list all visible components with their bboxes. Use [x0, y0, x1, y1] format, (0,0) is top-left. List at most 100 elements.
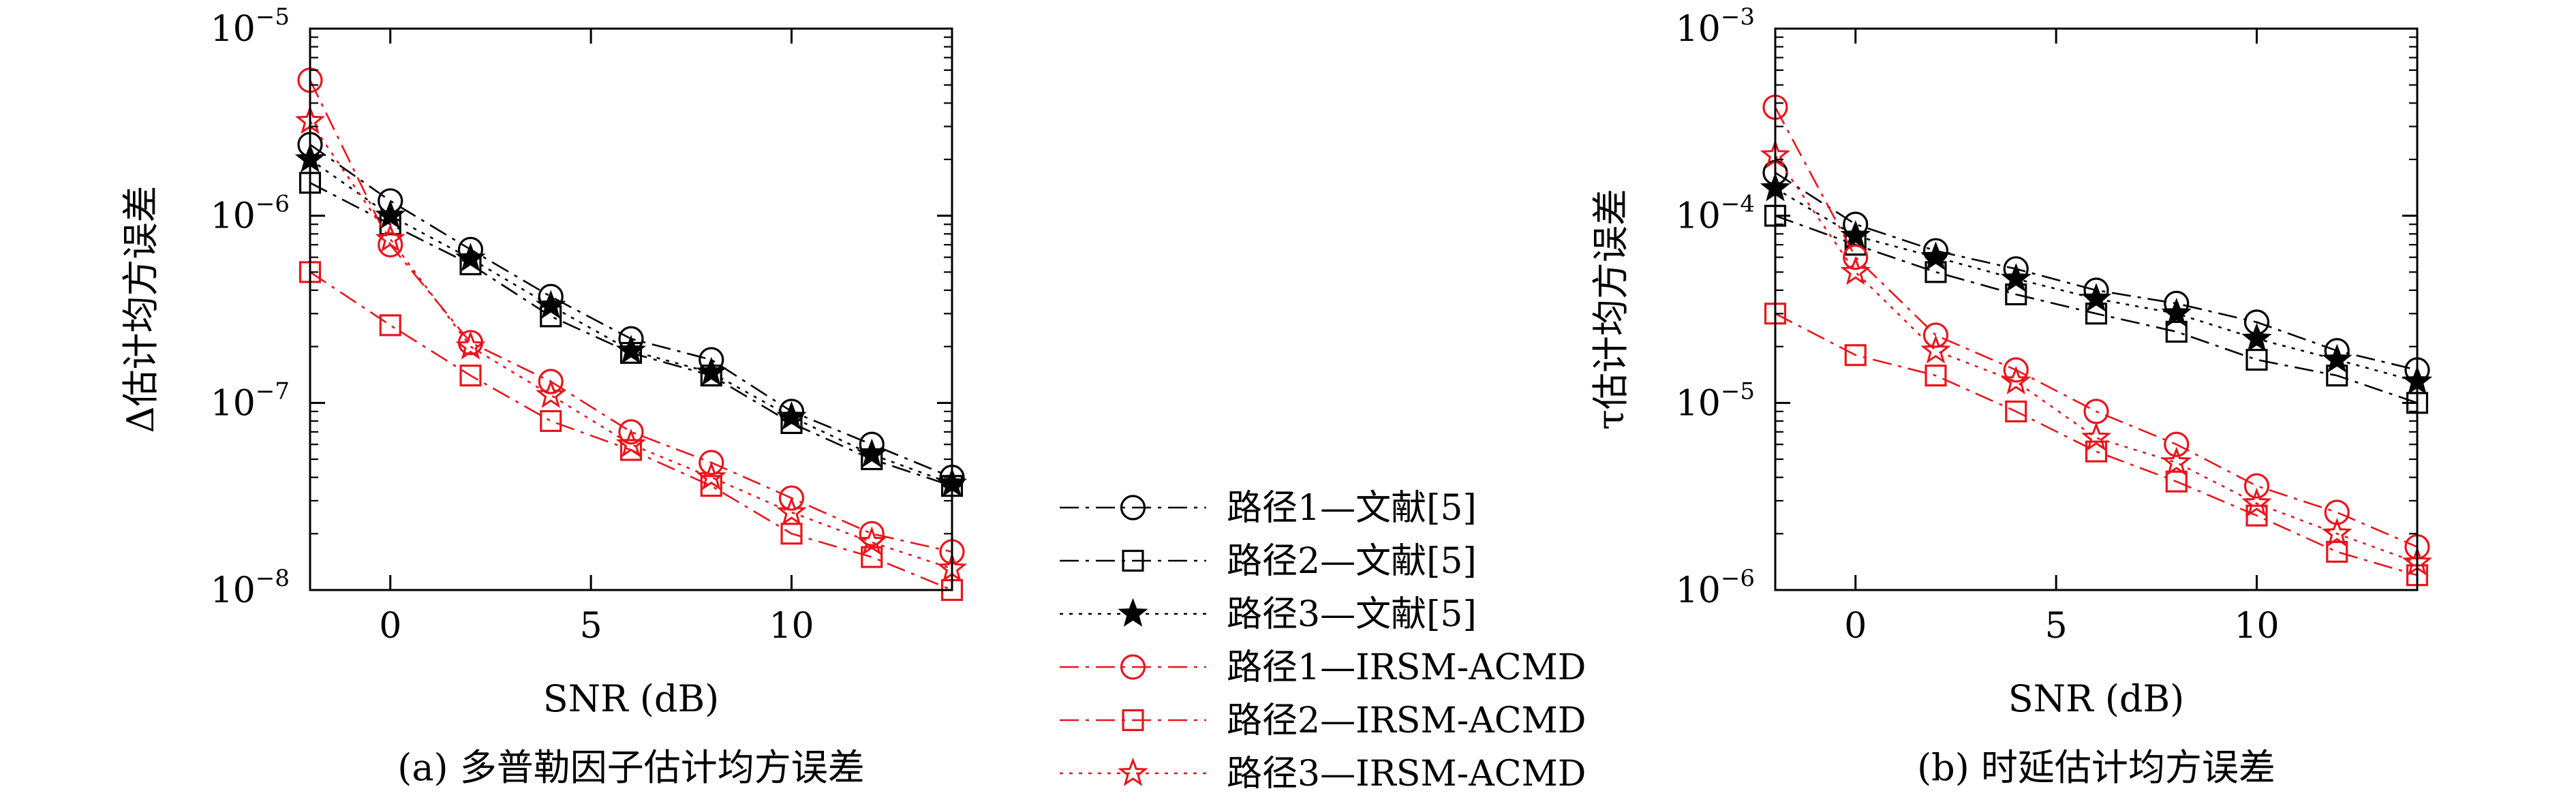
data-point — [859, 521, 885, 546]
panel-caption: (a) 多普勒因子估计均方误差 — [397, 746, 865, 789]
data-point — [2003, 357, 2029, 383]
y-tick-base: 10 — [211, 570, 256, 611]
data-point — [379, 314, 401, 337]
y-tick-exponent: −7 — [256, 377, 290, 405]
y-tick-label: 10−5 — [211, 3, 290, 50]
data-point — [2081, 283, 2112, 312]
data-point — [2241, 322, 2272, 352]
legend-entry-2: 路径2—文献[5] — [1060, 541, 1477, 582]
data-point — [2085, 440, 2108, 463]
y-tick-base: 10 — [211, 196, 256, 237]
series-line — [1774, 106, 2418, 548]
data-point — [1922, 322, 1949, 348]
legend-entry-6: 路径3—IRSM-ACMD — [1060, 754, 1586, 794]
data-point — [378, 232, 403, 258]
y-tick-base: 10 — [1676, 196, 1721, 237]
data-point — [375, 223, 405, 252]
data-point — [1920, 241, 1951, 270]
x-tick-label: 5 — [580, 606, 602, 647]
plot-frame — [1774, 27, 2419, 591]
y-tick-label: 10−7 — [211, 377, 290, 424]
data-point — [696, 461, 726, 491]
data-point — [1844, 344, 1867, 367]
plot-frame — [309, 27, 953, 591]
data-point — [2165, 320, 2188, 343]
legend: 路径1—文献[5]路径2—文献[5]路径3—文献[5]路径1—IRSM-ACMD… — [1060, 488, 1586, 794]
data-point — [375, 200, 405, 229]
data-point — [1920, 335, 1951, 364]
x-tick-label: 10 — [2234, 606, 2279, 647]
series-4 — [1762, 94, 2430, 560]
data-point — [780, 523, 803, 545]
y-axis-label: τ估计均方误差 — [1589, 189, 1632, 430]
data-point — [857, 438, 887, 467]
legend-label: 路径2—文献[5] — [1227, 541, 1477, 582]
data-point — [615, 428, 647, 458]
data-point — [2081, 422, 2112, 451]
y-tick-base: 10 — [1676, 383, 1721, 424]
y-tick-exponent: −6 — [1721, 565, 1755, 592]
data-point — [2324, 499, 2350, 525]
series-1 — [1762, 159, 2430, 383]
y-tick-label: 10−3 — [1676, 3, 1755, 50]
data-point — [455, 243, 486, 272]
legend-marker — [1118, 757, 1148, 786]
data-point — [2322, 518, 2352, 547]
y-axis-label: Δ估计均方误差 — [119, 186, 162, 433]
y-tick-exponent: −5 — [256, 3, 290, 31]
series-line — [309, 144, 953, 478]
data-point — [619, 439, 643, 461]
y-tick-label: 10−8 — [211, 565, 290, 611]
y-tick-exponent: −5 — [1721, 377, 1755, 405]
legend-label: 路径3—文献[5] — [1227, 594, 1477, 635]
data-point — [2164, 431, 2190, 457]
data-point — [700, 475, 722, 497]
series-line — [309, 80, 953, 553]
y-tick-label: 10−6 — [1676, 565, 1755, 611]
data-point — [536, 379, 566, 408]
legend-marker — [1122, 709, 1144, 732]
data-point — [2165, 470, 2188, 493]
x-axis-label: SNR (dB) — [2008, 677, 2184, 720]
legend-marker — [1118, 598, 1148, 627]
data-point — [618, 419, 644, 445]
y-tick-base: 10 — [211, 383, 256, 424]
y-tick-exponent: −8 — [256, 565, 290, 592]
data-point — [1925, 365, 1947, 387]
data-point — [2161, 297, 2192, 327]
x-tick-label: 0 — [1844, 606, 1867, 647]
data-point — [1840, 256, 1871, 285]
data-point — [455, 330, 486, 360]
data-point — [2241, 487, 2272, 516]
legend-marker — [1120, 495, 1146, 521]
series-line — [1775, 172, 2418, 371]
data-point — [2001, 263, 2031, 292]
panel-caption: (b) 时延估计均方误差 — [1917, 746, 2275, 789]
data-point — [2005, 400, 2027, 422]
series-2 — [1764, 204, 2429, 414]
data-point — [540, 409, 562, 433]
data-point — [2245, 504, 2268, 527]
data-point — [857, 526, 887, 555]
series-line — [1774, 155, 2418, 564]
data-point — [2001, 365, 2031, 394]
data-point — [538, 369, 564, 394]
data-point — [776, 496, 807, 525]
data-point — [2322, 343, 2352, 373]
legend-label: 路径3—IRSM-ACMD — [1227, 754, 1586, 794]
data-point — [699, 450, 724, 476]
data-point — [2245, 348, 2268, 371]
legend-label: 路径1—IRSM-ACMD — [1227, 647, 1586, 688]
data-point — [776, 401, 807, 430]
y-tick-exponent: −6 — [256, 191, 290, 218]
y-tick-exponent: −4 — [1721, 191, 1755, 218]
series-line — [309, 158, 953, 485]
x-tick-label: 0 — [379, 606, 401, 647]
data-point — [615, 335, 647, 364]
data-point — [2326, 540, 2348, 563]
series-line — [1775, 215, 2418, 404]
series-3 — [1760, 172, 2433, 394]
